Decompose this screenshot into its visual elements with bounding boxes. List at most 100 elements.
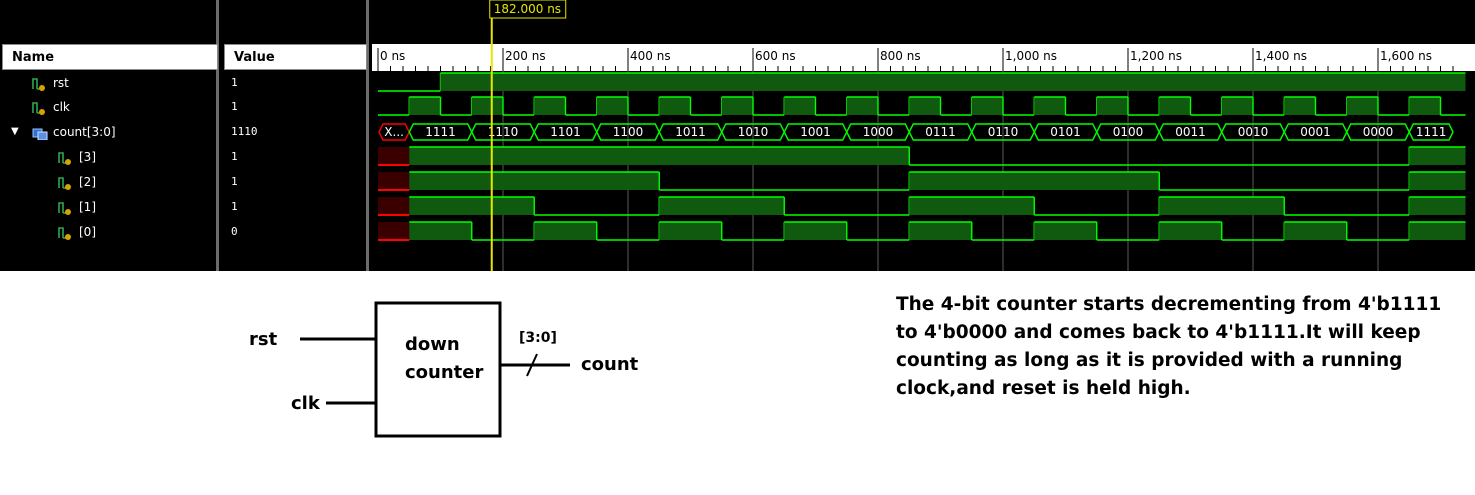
name-column-header[interactable]: Name [2, 44, 218, 70]
high-fill [409, 147, 910, 165]
clk-input-label: clk [291, 393, 321, 414]
bit-waveform [378, 96, 1466, 116]
high-fill [1409, 197, 1466, 215]
block-diagram: down counter rst clk [3:0] count [249, 301, 639, 438]
time-tick-label: 600 ns [755, 49, 796, 63]
bus-value-label: 0110 [988, 125, 1019, 139]
signal-row-rst[interactable]: rst [0, 72, 216, 94]
high-fill [534, 222, 597, 240]
bus-value-label: 1111 [1416, 125, 1447, 139]
bit-signal-icon [32, 100, 46, 116]
waveform-viewer: Name rst clk ▼ count[3:0] [3] [2] [1] [0] Value… [0, 0, 1475, 271]
high-fill [909, 97, 941, 115]
description-text: The 4-bit counter starts decrementing fr… [896, 294, 1442, 399]
signal-name-label: count[3:0] [53, 125, 116, 139]
signal-row-3[interactable]: [3] [0, 146, 216, 168]
high-fill [721, 97, 753, 115]
high-fill [409, 97, 441, 115]
bit-waveform [378, 171, 1466, 191]
bus-width-label: [3:0] [519, 330, 557, 346]
bus-value-label: 0011 [1175, 125, 1206, 139]
expand-arrow-icon[interactable]: ▼ [11, 126, 19, 137]
high-fill [659, 222, 722, 240]
high-fill [471, 97, 503, 115]
signal-value-text: 1 [231, 150, 238, 163]
bus-value-label: 1110 [488, 125, 519, 139]
high-fill [659, 97, 691, 115]
high-fill [1409, 97, 1441, 115]
signal-row-count30[interactable]: ▼ count[3:0] [0, 121, 216, 143]
signal-name-label: clk [53, 100, 70, 114]
signal-name-panel: Name rst clk ▼ count[3:0] [3] [2] [1] [0] [0, 0, 219, 271]
block-label-line1: down [405, 334, 460, 355]
signal-name-label: rst [53, 76, 69, 90]
bit-signal-icon [32, 76, 46, 92]
signal-value-text: 0 [231, 225, 238, 238]
time-ruler[interactable] [372, 44, 1475, 71]
bus-value-label: 1111 [425, 125, 456, 139]
count-output-label: count [581, 354, 639, 375]
signal-value-row: 0 [222, 221, 365, 243]
bit-signal-icon [58, 175, 72, 191]
rst-input-label: rst [249, 329, 278, 350]
value-column-header[interactable]: Value [224, 44, 367, 70]
time-tick-label: 200 ns [505, 49, 546, 63]
signal-value-row: 1110 [222, 121, 365, 143]
signal-name-label: [1] [79, 200, 96, 214]
time-tick-label: 1,200 ns [1130, 49, 1182, 63]
signal-name-label: [0] [79, 225, 96, 239]
high-fill [1159, 197, 1285, 215]
high-fill [440, 73, 1466, 91]
high-fill [409, 172, 660, 190]
bus-signal-icon [32, 125, 48, 141]
high-fill [1221, 97, 1253, 115]
high-fill [659, 197, 785, 215]
bus-value-label: 1100 [613, 125, 644, 139]
time-tick-label: 1,600 ns [1380, 49, 1432, 63]
bus-value-label: 0100 [1113, 125, 1144, 139]
signal-value-text: 1 [231, 175, 238, 188]
signal-row-0[interactable]: [0] [0, 221, 216, 243]
time-tick-label: 400 ns [630, 49, 671, 63]
signal-name-label: [3] [79, 150, 96, 164]
signal-row-2[interactable]: [2] [0, 171, 216, 193]
high-fill [971, 97, 1003, 115]
signal-row-clk[interactable]: clk [0, 96, 216, 118]
high-fill [1034, 222, 1097, 240]
high-fill [1346, 97, 1378, 115]
down-counter-block [374, 301, 502, 438]
bus-value-label: 0101 [1050, 125, 1081, 139]
undefined-fill [378, 172, 410, 190]
signal-row-1[interactable]: [1] [0, 196, 216, 218]
bit-signal-icon [58, 225, 72, 241]
bus-value-label: 0000 [1363, 125, 1394, 139]
bus-value-label: 1011 [675, 125, 706, 139]
bus-value-label: 1001 [800, 125, 831, 139]
high-fill [1034, 97, 1066, 115]
undefined-fill [378, 197, 410, 215]
high-fill [1096, 97, 1128, 115]
bit-waveform [378, 146, 1466, 166]
bus-value-label: 1000 [863, 125, 894, 139]
high-fill [1409, 172, 1466, 190]
block-label-line2: counter [405, 362, 483, 383]
time-tick-label: 0 ns [380, 49, 405, 63]
signal-name-label: [2] [79, 175, 96, 189]
signal-value-row: 1 [222, 72, 365, 94]
cursor-label-box [489, 0, 567, 19]
bus-value-segment [1408, 123, 1454, 141]
undefined-fill [378, 147, 410, 165]
signal-value-row: 1 [222, 96, 365, 118]
high-fill [1409, 147, 1466, 165]
high-fill [409, 197, 535, 215]
time-tick-label: 800 ns [880, 49, 921, 63]
high-fill [409, 222, 472, 240]
bus-width-slash [526, 353, 538, 377]
high-fill [784, 97, 816, 115]
high-fill [1284, 97, 1316, 115]
signal-value-text: 1 [231, 100, 238, 113]
high-fill [534, 97, 566, 115]
